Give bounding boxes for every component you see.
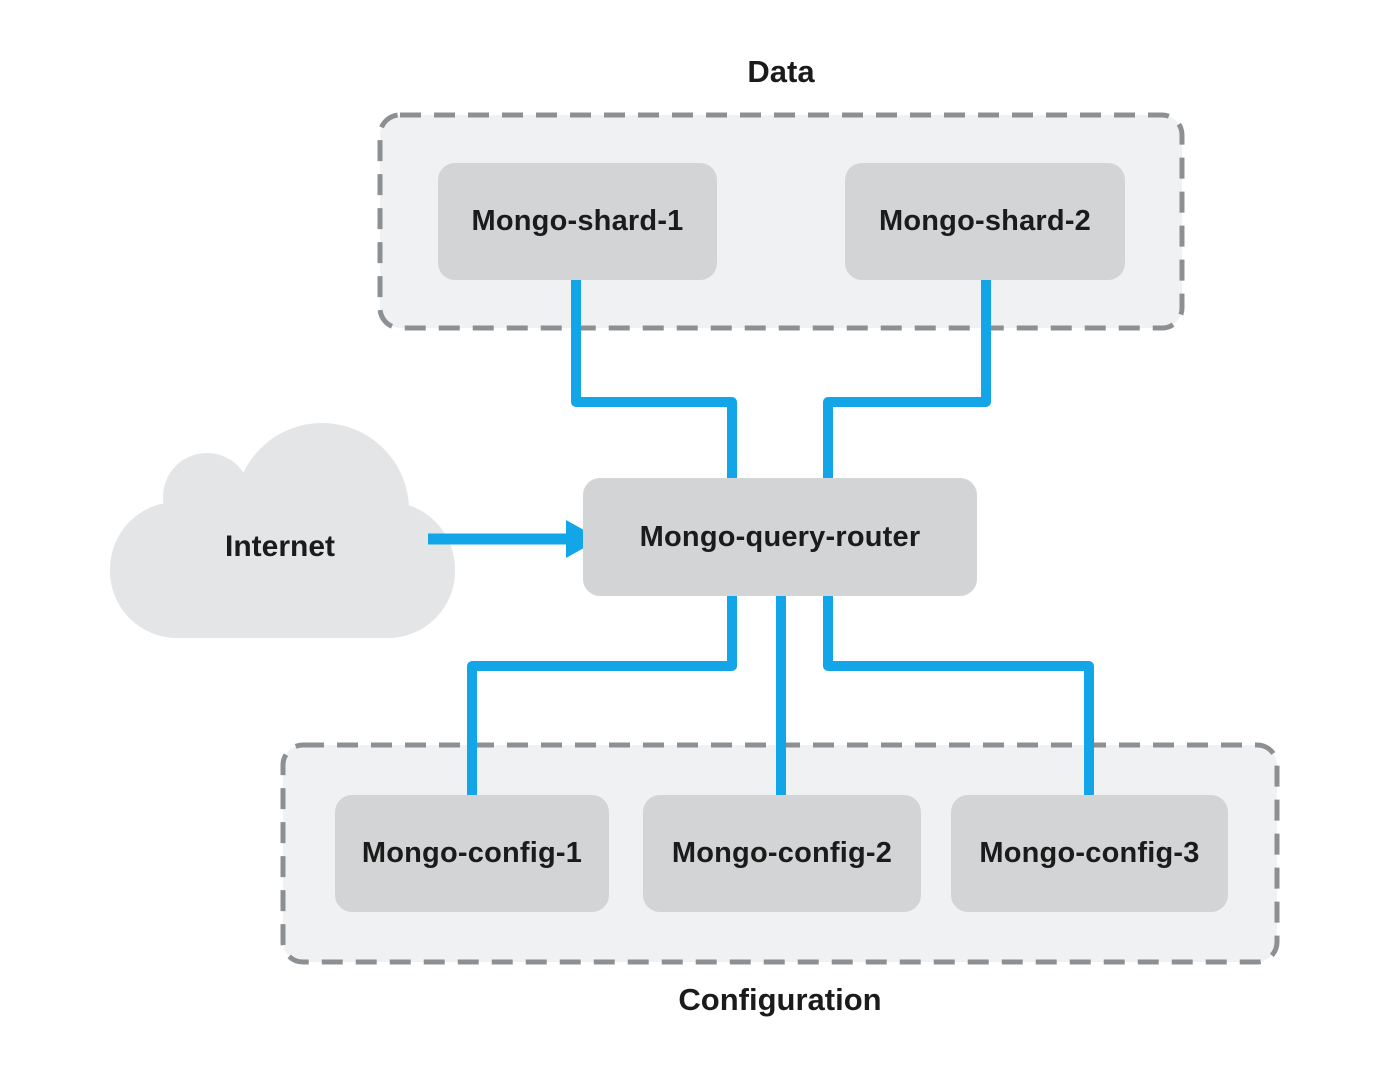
configuration-group-label: Configuration <box>678 982 882 1017</box>
edge-router-to-config1 <box>467 595 737 795</box>
node-mongo-shard-2: Mongo-shard-2 <box>845 163 1125 280</box>
internet-label: Internet <box>224 530 335 563</box>
node-mongo-config-3: Mongo-config-3 <box>951 795 1228 912</box>
edge-shard2-to-router <box>823 280 991 478</box>
edge-router-to-config3 <box>823 595 1094 795</box>
node-mongo-query-router: Mongo-query-router <box>583 478 977 596</box>
edge-internet-to-router-arrow <box>428 520 600 558</box>
cloud-base <box>110 502 455 638</box>
edge-shard1-to-router <box>571 280 737 478</box>
node-mongo-shard-1: Mongo-shard-1 <box>438 163 717 280</box>
node-mongo-config-1: Mongo-config-1 <box>335 795 609 912</box>
node-mongo-config-2: Mongo-config-2 <box>643 795 921 912</box>
internet-cloud-icon <box>110 423 455 638</box>
data-group-label: Data <box>747 54 815 89</box>
